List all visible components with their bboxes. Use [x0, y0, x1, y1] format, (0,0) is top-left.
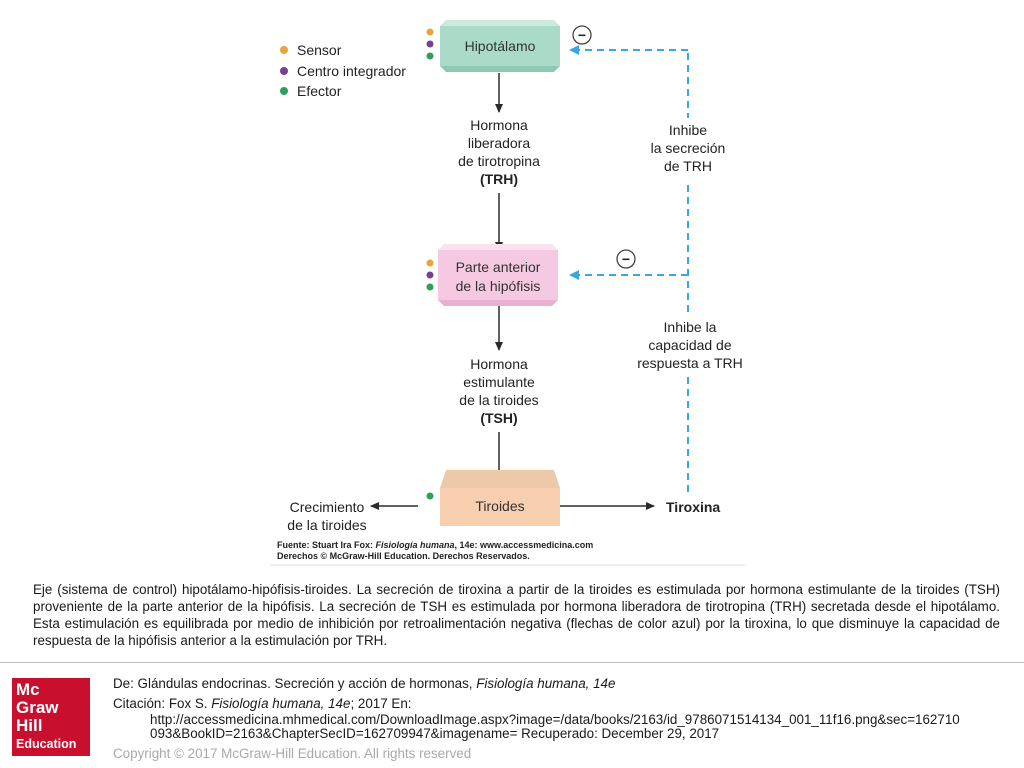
feedback-label-trh-2: la secreción — [651, 140, 726, 156]
logo-line-4: Education — [16, 737, 77, 751]
dot-integrador-hipotalamo — [426, 40, 434, 48]
signal-tsh: Hormona estimulante de la tiroides (TSH) — [459, 356, 538, 426]
legend-label-efector: Efector — [297, 83, 342, 99]
signal-tsh-line3: de la tiroides — [459, 392, 538, 408]
node-hipotalamo-label: Hipotálamo — [465, 38, 536, 54]
citation-prefix: Citación: Fox S. — [113, 696, 212, 711]
dot-integrador-hipofisis — [426, 271, 434, 279]
legend-label-centro-integrador: Centro integrador — [297, 63, 406, 79]
dot-efector-tiroides — [426, 492, 434, 500]
node-hipofisis-label-2: de la hipófisis — [456, 278, 541, 294]
signal-trh-line2: liberadora — [468, 135, 530, 151]
feedback-label-respuesta-3: respuesta a TRH — [637, 355, 743, 371]
signal-trh: Hormona liberadora de tirotropina (TRH) — [458, 117, 540, 187]
feedback-label-trh-3: de TRH — [664, 158, 712, 174]
source-line-1-prefix: Fuente: Stuart Ira Fox: — [277, 540, 376, 550]
signal-trh-abbr: (TRH) — [480, 171, 518, 187]
signal-tsh-abbr: (TSH) — [480, 410, 517, 426]
feedback-label-respuesta-2: capacidad de — [648, 337, 732, 353]
source-line-2: Derechos © McGraw-Hill Education. Derech… — [277, 551, 530, 561]
negative-feedback: − − Inhibe la secreción de TRH Inhibe la… — [569, 25, 748, 492]
inhibit-circle-hipofisis — [616, 249, 636, 269]
source-line-1-suffix: , 14e: www.accessmedicina.com — [455, 540, 594, 550]
citation-line: Citación: Fox S. Fisiología humana, 14e;… — [113, 696, 1013, 712]
output-crecimiento-line2: de la tiroides — [287, 517, 366, 533]
dot-efector-hipotalamo — [426, 52, 434, 60]
citation-block: De: Glándulas endocrinas. Secreción y ac… — [113, 676, 1013, 742]
signal-tsh-line2: estimulante — [463, 374, 535, 390]
source-line-1-italic: Fisiología humana — [376, 540, 455, 550]
logo-line-2: Graw — [16, 698, 59, 717]
logo-line-1: Mc — [16, 680, 40, 699]
legend-dot-efector — [280, 87, 288, 95]
signal-tsh-line1: Hormona — [470, 356, 528, 372]
feedback-label-respuesta-1: Inhibe la — [664, 319, 717, 335]
logo-line-3: Hill — [16, 716, 43, 735]
source-credit: Fuente: Stuart Ira Fox: Fisiología human… — [270, 540, 745, 566]
inhibit-circle-hipotalamo — [572, 25, 592, 45]
dot-sensor-hipofisis — [426, 259, 434, 267]
citation-italic: Fisiología humana, 14e — [211, 696, 351, 711]
citation-url-1[interactable]: http://accessmedicina.mhmedical.com/Down… — [150, 712, 960, 727]
inhibit-symbol-hipofisis: − — [622, 251, 630, 267]
citation-url-2[interactable]: 093&BookID=2163&ChapterSecID=162709947&i… — [150, 726, 720, 741]
mcgraw-hill-logo: Mc Graw Hill Education — [12, 678, 90, 756]
node-hipotalamo: Hipotálamo — [426, 20, 560, 72]
legend-dot-sensor — [280, 46, 288, 54]
figure-caption: Eje (sistema de control) hipotálamo-hipó… — [33, 582, 1000, 648]
footer-divider — [0, 662, 1024, 663]
citation-suffix: ; 2017 En: — [350, 696, 412, 711]
thyroid-axis-diagram: Sensor Centro integrador Efector Hipotál… — [270, 20, 748, 566]
signal-trh-line3: de tirotropina — [458, 153, 540, 169]
feedback-label-trh-1: Inhibe — [669, 122, 707, 138]
citation-de: De: Glándulas endocrinas. Secreción y ac… — [113, 676, 1013, 692]
dot-sensor-hipotalamo — [426, 28, 434, 36]
copyright-notice: Copyright © 2017 McGraw-Hill Education. … — [113, 746, 472, 761]
source-line-1: Fuente: Stuart Ira Fox: Fisiología human… — [277, 540, 593, 550]
signal-trh-line1: Hormona — [470, 117, 528, 133]
citation-de-italic: Fisiología humana, 14e — [476, 676, 616, 691]
output-tiroxina: Tiroxina — [666, 499, 720, 515]
node-hipofisis: Parte anterior de la hipófisis — [426, 244, 558, 306]
legend: Sensor Centro integrador Efector — [280, 42, 406, 99]
dot-efector-hipofisis — [426, 283, 434, 291]
node-tiroides: Tiroides — [426, 470, 560, 526]
inhibit-symbol-hipotalamo: − — [578, 27, 586, 43]
node-hipofisis-label-1: Parte anterior — [456, 259, 541, 275]
output-crecimiento-line1: Crecimiento — [290, 499, 365, 515]
legend-label-sensor: Sensor — [297, 42, 342, 58]
legend-dot-centro-integrador — [280, 67, 288, 75]
node-tiroides-label: Tiroides — [475, 498, 524, 514]
citation-de-prefix: De: Glándulas endocrinas. Secreción y ac… — [113, 676, 477, 691]
